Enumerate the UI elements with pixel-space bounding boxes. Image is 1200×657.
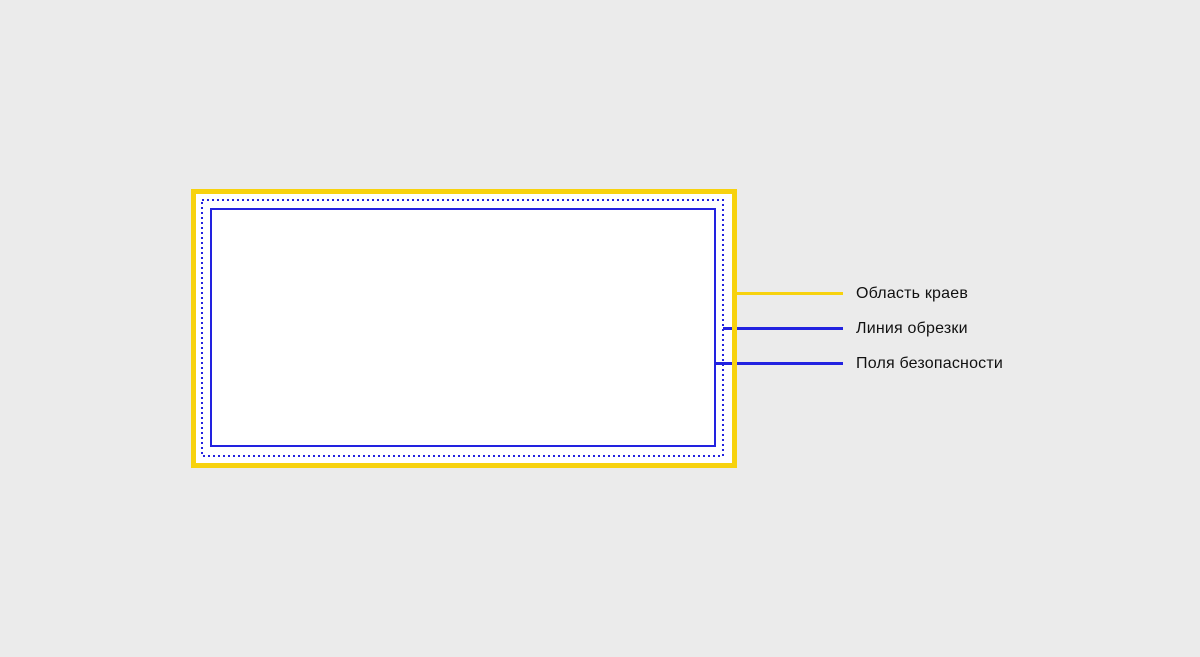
trim-line-rect [201,199,724,457]
legend-label-bleed-area: Область краев [856,285,969,302]
legend-label-trim-line: Линия обрезки [856,320,968,337]
legend-label-safety-margin: Поля безопасности [856,355,1004,372]
safety-margin-rect [210,208,716,447]
card-surface [191,189,737,468]
bleed-border-rect [191,189,737,468]
